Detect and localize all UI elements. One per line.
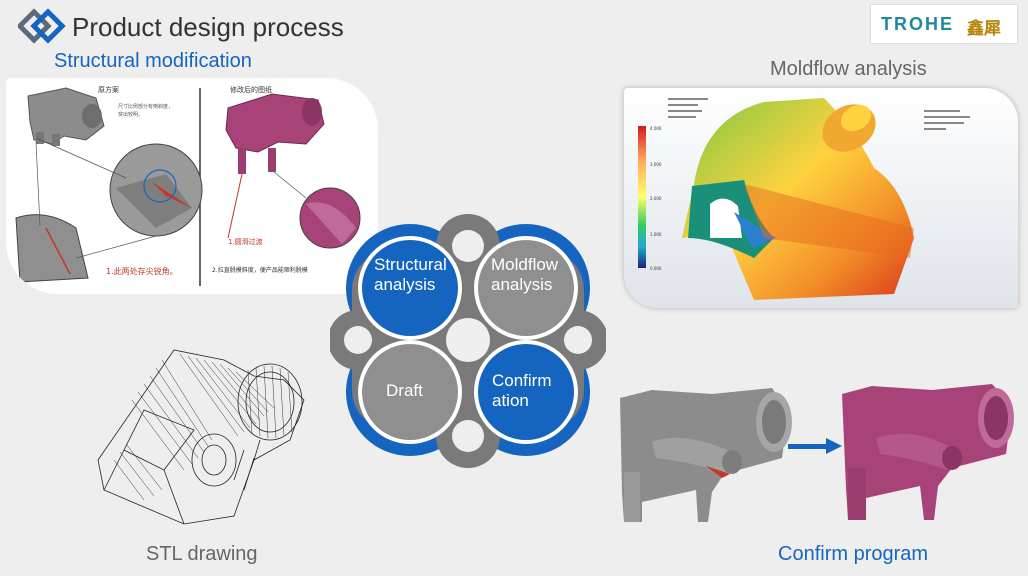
petal-moldflow-analysis: Moldflow analysis: [491, 255, 559, 294]
legend-tick-1: 4.000: [650, 126, 662, 131]
page-title: Product design process: [72, 12, 344, 42]
sketch-footnote: 2.拉直脱模斜度，便产品能顺利脱模: [212, 266, 308, 274]
structural-modification-caption: Structural modification: [54, 50, 252, 72]
brand-logo-text: TROHE: [881, 14, 954, 34]
sketch-left-heading: 原方案: [98, 85, 119, 94]
structural-modification-image: 原方案 尺寸比例部分有倒斜度， 突出较明。 1.此两处存尖锐角。 修改后的图纸 …: [6, 78, 378, 294]
legend-tick-5: 0.000: [650, 266, 662, 271]
process-cycle-diagram: Structural analysis Moldflow analysis Dr…: [330, 210, 606, 472]
stl-drawing-caption: STL drawing: [146, 543, 258, 565]
petal-confirmation: Confirm ation: [492, 371, 552, 410]
sketch-callout-right: 1.圆滑过渡: [228, 237, 263, 246]
confirm-program-caption: Confirm program: [778, 543, 929, 565]
petal-draft: Draft: [386, 381, 423, 400]
brand-logo: TROHE 鑫犀: [870, 4, 1018, 44]
sketch-right-heading: 修改后的图纸: [230, 85, 272, 94]
confirm-program-image: [612, 382, 1022, 528]
sketch-note-a: 尺寸比例部分有倒斜度，: [118, 103, 173, 110]
sketch-callout-left: 1.此两处存尖锐角。: [106, 266, 178, 276]
legend-tick-4: 1.000: [650, 232, 662, 237]
double-diamond-icon: [18, 8, 66, 48]
petal-structural-analysis: Structural analysis: [374, 255, 447, 294]
brand-logo-cn: 鑫犀: [967, 19, 1001, 39]
legend-tick-2: 3.000: [650, 162, 662, 167]
stl-drawing-image: [84, 340, 324, 530]
legend-tick-3: 2.000: [650, 196, 662, 201]
sketch-note-b: 突出较明。: [118, 111, 143, 118]
moldflow-analysis-caption: Moldflow analysis: [770, 58, 927, 80]
moldflow-analysis-image: 4.000 3.000 2.000 1.000 0.000: [624, 88, 1018, 308]
